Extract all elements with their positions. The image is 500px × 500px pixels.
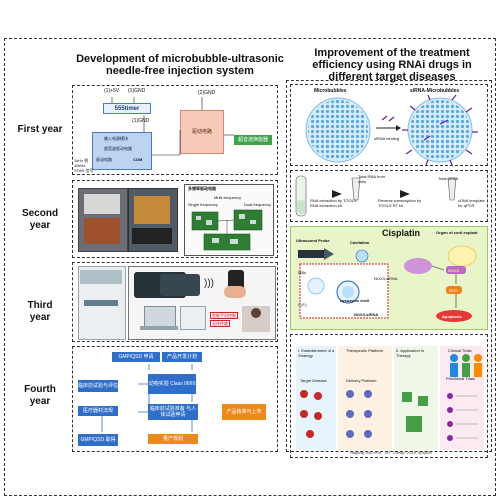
y3-label-1: 智能手机控制 bbox=[210, 312, 238, 319]
r4-svg bbox=[300, 354, 482, 441]
monitor-photo bbox=[180, 306, 206, 330]
r3-nox3c: NOX3 bbox=[448, 268, 459, 273]
right-column bbox=[286, 80, 492, 452]
r4-credit: Hagang Shu et al., Sci. Therap. 2018, 9(… bbox=[350, 450, 432, 455]
r3-ros: ROS bbox=[449, 288, 458, 293]
hand-shape bbox=[224, 286, 246, 298]
multifreq-l1: Single frequency bbox=[188, 202, 218, 207]
laptop-photo bbox=[144, 306, 176, 328]
machine-photo-top bbox=[80, 270, 122, 284]
r2-svg bbox=[295, 175, 457, 217]
device-case-2 bbox=[160, 274, 200, 296]
y4-box-product-plan: 产品开发计划 bbox=[162, 352, 202, 362]
r4-bg-3 bbox=[394, 346, 438, 450]
y4-box-preclinical: 临床前试验与评估 bbox=[78, 380, 118, 392]
v5-label: (1)+5V bbox=[104, 88, 120, 94]
r4-panel bbox=[290, 334, 488, 458]
r1-panel bbox=[290, 84, 488, 166]
r4-c1: I. Establishment of a Strategy bbox=[298, 348, 335, 358]
laptop-base bbox=[140, 326, 178, 330]
timer-box: 555timer bbox=[103, 103, 151, 114]
r3-svg bbox=[298, 245, 477, 322]
right-title: Improvement of the treatment efficiency … bbox=[312, 47, 472, 83]
r3-cisplatin: Cisplatin bbox=[382, 228, 421, 238]
r1-mid-label: siRNA binding bbox=[374, 136, 400, 141]
com-label: COM bbox=[133, 157, 143, 162]
y4-box-gmp-get: GMP/QSD 取得 bbox=[78, 434, 118, 446]
r2-e: cDNA template for qPCR bbox=[458, 198, 485, 208]
year4-panel bbox=[72, 346, 278, 452]
year-label-1: First year bbox=[17, 124, 63, 135]
device-photo-2-board bbox=[134, 196, 170, 224]
person-head bbox=[251, 308, 261, 318]
r4-c2: Therapeutic Platform bbox=[346, 348, 384, 353]
transducer-block: 驱动电路 bbox=[180, 110, 224, 154]
r2-panel bbox=[290, 170, 488, 222]
y4-box-approval: 产品核准与上市 bbox=[222, 404, 266, 420]
year-label-4: Fourth year bbox=[24, 384, 56, 407]
r3-cav: Cavitation bbox=[350, 240, 370, 245]
year1-wires bbox=[111, 97, 234, 156]
r3-c3f8: C₃F₈ bbox=[298, 302, 307, 307]
power-block bbox=[92, 132, 152, 170]
r3-nox3: NOX3-siRNA bbox=[374, 276, 398, 281]
transducer-label-box: 超音波换能器 bbox=[234, 135, 272, 145]
gnd1-label: (1)GND bbox=[128, 88, 146, 94]
power-block-label-3: 驱动电路 bbox=[96, 157, 112, 162]
y4-box-prep: 临床前试验准备 与人体试验申请 bbox=[148, 404, 198, 420]
r3-shell: Lysozyme shell bbox=[340, 298, 370, 303]
y4-box-regulation: 医疗器材法规 bbox=[78, 406, 118, 416]
side-label: 1kHz 到 40kHz STAR 信号 bbox=[74, 158, 94, 173]
r3-apoptosis: Apoptosis bbox=[442, 314, 462, 319]
power-block-label-2: 超音波驱动电路 bbox=[104, 146, 132, 151]
r4-s1: Target Disease bbox=[300, 378, 327, 383]
r2-b: Total RNA from cells bbox=[358, 174, 385, 184]
r4-c3: II. Application in Therapy bbox=[396, 348, 425, 358]
y4-box-animal: 动物实验 Class I/II/III bbox=[148, 374, 196, 394]
wireless-icon: ))) bbox=[204, 278, 214, 289]
r2-d: Total cDNA bbox=[438, 176, 459, 181]
multifreq-l3: Dual frequency bbox=[244, 202, 271, 207]
r1-bubbles-svg bbox=[305, 94, 478, 166]
v2gnd-label: (2)GND bbox=[198, 90, 216, 96]
device-photo-2-base bbox=[132, 228, 172, 244]
power-block-label-1: 输入电源模块 bbox=[104, 136, 128, 141]
year3-panel bbox=[72, 262, 278, 342]
pcb-boards bbox=[191, 209, 263, 251]
r2-a: RNA extraction by TOOLS RNA extraction k… bbox=[310, 198, 357, 208]
r3-mbs: MBs bbox=[298, 270, 306, 275]
r1-left-label: Microbubbles bbox=[314, 88, 347, 94]
r3-organ: Organ of corti explant bbox=[436, 230, 478, 235]
outer-frame bbox=[4, 38, 496, 496]
gnd2-label: (1)GND bbox=[132, 118, 150, 124]
r4-s3: Preclinical Trials bbox=[446, 376, 475, 381]
y3-label-2: 无线传输 bbox=[210, 320, 230, 327]
year-label-3: Third year bbox=[27, 300, 53, 323]
year-label-2: Second year bbox=[21, 208, 59, 231]
y4-box-gmp-apply: GMP/QSD 申请 bbox=[112, 352, 160, 362]
r4-c4: Clinical Trials bbox=[448, 348, 472, 353]
machine-photo-slot bbox=[84, 300, 118, 306]
y4-box-mass: 量产规划 bbox=[148, 434, 198, 444]
device-photo-1-board bbox=[84, 218, 120, 244]
device-photo-1-screen bbox=[84, 194, 120, 214]
left-title: Development of microbubble-ultrasonic ne… bbox=[76, 53, 284, 77]
r1-right-label: siRNA-Microbubbles bbox=[410, 88, 460, 94]
multifreq-l2: Multi frequency bbox=[214, 195, 242, 200]
multifreq-title: 多频率驱动电路 bbox=[188, 186, 216, 191]
r3-probe: Ultrasound Probe bbox=[296, 238, 330, 243]
year1-panel bbox=[72, 85, 278, 175]
r2-c: Reverse transcription by TOOLS RT kit bbox=[378, 198, 422, 208]
r4-s2: Delivery Platform bbox=[346, 378, 377, 383]
r3-nox3b: NOX3-siRNA bbox=[354, 312, 379, 317]
year2-panel bbox=[72, 180, 278, 258]
